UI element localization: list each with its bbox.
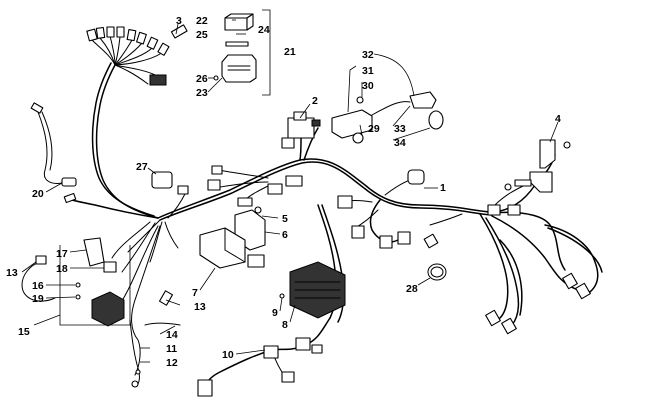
- connector-cluster: [207, 165, 303, 207]
- switch-group-15: [21, 237, 174, 388]
- regulator-8: [279, 261, 346, 319]
- callout-31: 31: [362, 65, 374, 77]
- callout-5: 5: [282, 213, 288, 225]
- callout-15: 15: [18, 326, 30, 338]
- harness-10: [197, 317, 331, 397]
- callout-22: 22: [196, 15, 208, 27]
- callout-26: 26: [196, 73, 208, 85]
- callout-8: 8: [282, 319, 288, 331]
- callout-11: 11: [166, 343, 177, 355]
- switch-27: [151, 171, 189, 195]
- callout-7: 7: [192, 287, 198, 299]
- sensor-29: [331, 91, 444, 144]
- leader-lines: [21, 19, 559, 363]
- callout-13a: 13: [6, 267, 18, 279]
- callout-17: 17: [56, 248, 68, 260]
- callout-14: 14: [166, 329, 178, 341]
- callout-21: 21: [284, 46, 296, 58]
- callout-2: 2: [312, 95, 318, 107]
- ground-lead-20: [30, 102, 77, 204]
- callout-6: 6: [282, 229, 288, 241]
- callout-10: 10: [222, 349, 234, 361]
- callout-4: 4: [555, 113, 561, 125]
- callout-30: 30: [362, 80, 374, 92]
- bracket-4: [504, 139, 571, 193]
- callout-9: 9: [272, 307, 278, 319]
- left-harness: [64, 35, 187, 385]
- callout-12: 12: [166, 357, 178, 369]
- callout-1: 1: [440, 182, 446, 194]
- callout-29: 29: [368, 123, 380, 135]
- module-7: [199, 227, 246, 269]
- callout-32: 32: [362, 49, 374, 61]
- main-harness: [157, 124, 579, 326]
- right-connectors: [337, 169, 603, 335]
- callout-28: 28: [406, 283, 418, 295]
- callout-labels: 1 2 3 4 5 6 7 8 9 10 11 12 13 13 14 15 1…: [6, 15, 561, 369]
- callout-23: 23: [196, 87, 208, 99]
- callout-20: 20: [32, 188, 44, 200]
- callout-34: 34: [394, 137, 406, 149]
- callout-25: 25: [196, 29, 208, 41]
- callout-3: 3: [176, 15, 182, 27]
- fuse-box-21: [213, 9, 271, 96]
- callout-18: 18: [56, 263, 68, 275]
- callout-27: 27: [136, 161, 148, 173]
- callout-24: 24: [258, 24, 270, 36]
- clamp-28: [427, 263, 447, 281]
- callout-33: 33: [394, 123, 406, 135]
- callout-16: 16: [32, 280, 44, 292]
- callout-19: 19: [32, 293, 44, 305]
- callout-13b: 13: [194, 301, 206, 313]
- relay-2: [281, 111, 321, 149]
